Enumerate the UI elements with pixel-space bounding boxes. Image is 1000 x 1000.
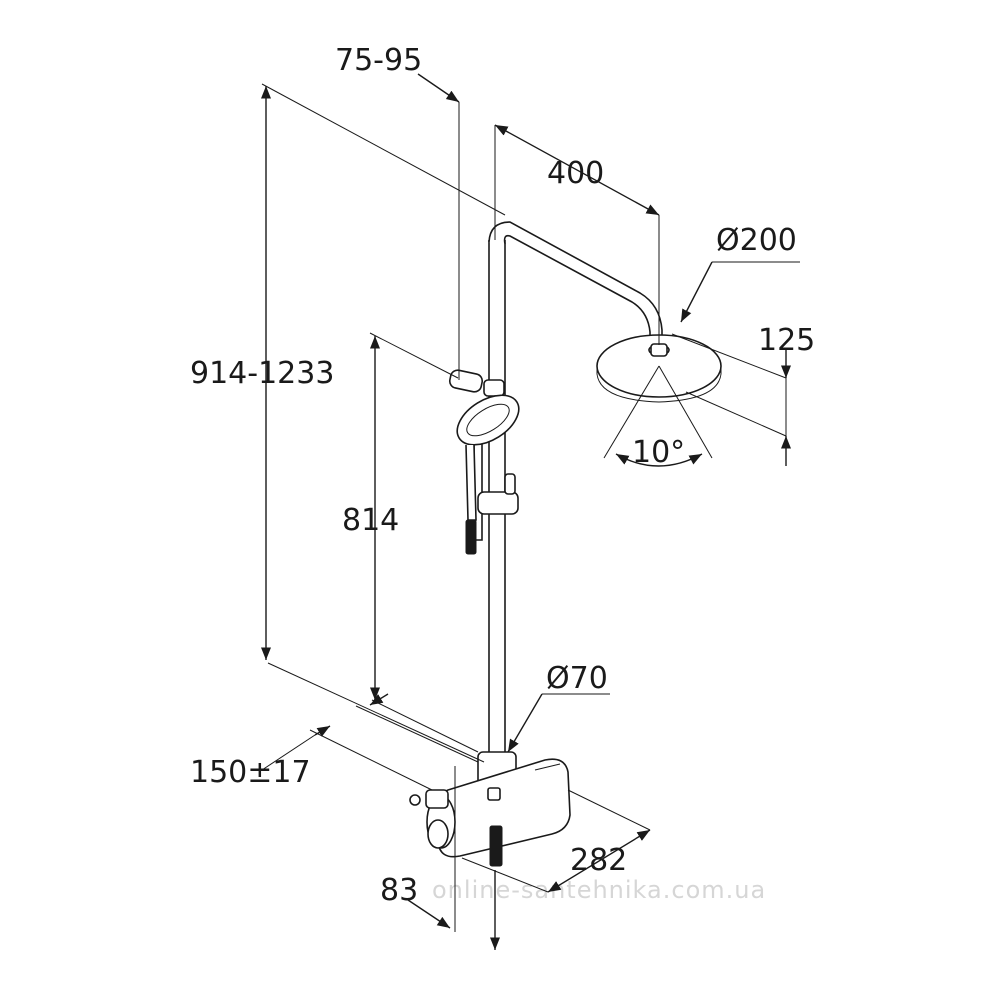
- label-head-height: 125: [758, 323, 815, 358]
- label-column-height: 914-1233: [190, 356, 334, 391]
- dim-head-height: 125: [671, 323, 815, 466]
- thermostatic-mixer: [409, 758, 571, 867]
- label-handshower-height: 814: [342, 503, 399, 538]
- label-wall-spacing: 150±17: [190, 755, 311, 790]
- dim-head-diameter: Ø200: [680, 223, 800, 323]
- upper-holder: [448, 369, 505, 397]
- dim-handshower-height: 814: [342, 332, 479, 753]
- overhead-arm: [488, 221, 663, 346]
- hand-shower: [456, 394, 520, 555]
- dim-arm-length: 400: [494, 124, 660, 345]
- shower-head: [596, 334, 722, 403]
- dim-arm-offset: 75-95: [335, 43, 460, 380]
- lower-slider: [477, 473, 519, 515]
- label-head-diameter: Ø200: [716, 223, 797, 258]
- label-column-diameter: Ø70: [546, 661, 608, 696]
- label-arm-length: 400: [547, 156, 604, 191]
- label-spray-angle: 10°: [632, 435, 685, 470]
- watermark-text: online-santehnika.com.ua: [432, 876, 766, 904]
- dim-wall-spacing: 150±17: [190, 693, 479, 791]
- label-mixer-width: 282: [570, 843, 627, 878]
- dim-mixer-width: 282: [461, 789, 651, 893]
- dim-spray-angle: 10°: [603, 365, 713, 470]
- label-arm-offset: 75-95: [335, 43, 422, 78]
- dim-column-height: 914-1233: [190, 83, 506, 763]
- dim-mixer-depth: 83: [380, 766, 501, 950]
- shower-product: [409, 221, 722, 867]
- dim-column-diameter: Ø70: [507, 661, 610, 753]
